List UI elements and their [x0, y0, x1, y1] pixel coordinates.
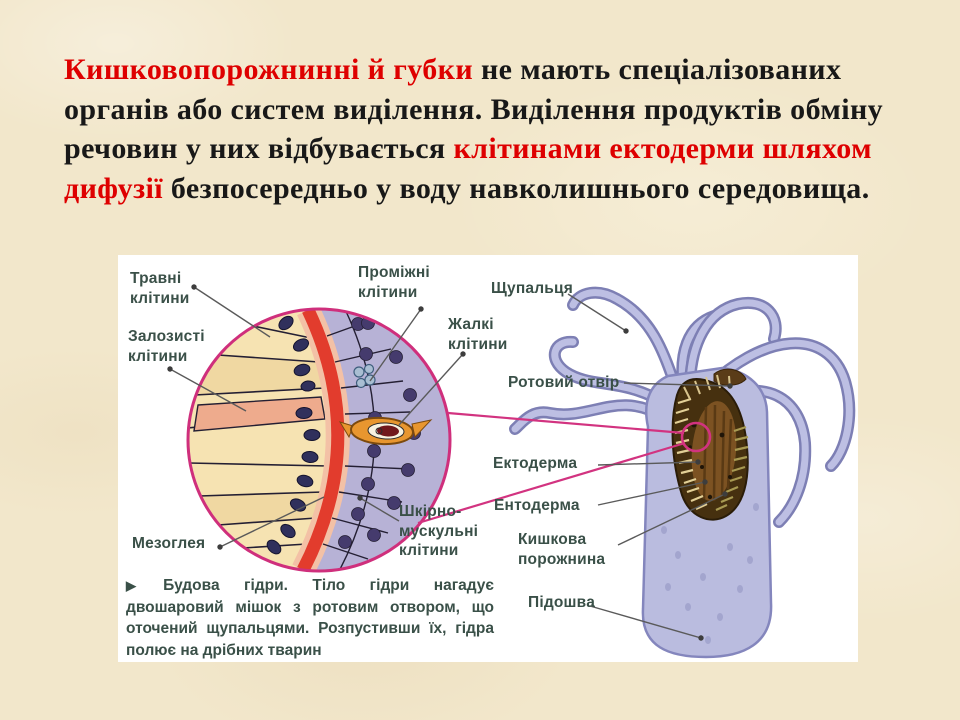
leader-lines: [169, 286, 731, 639]
hydra-figure-artwork: [167, 284, 856, 659]
paragraph-segment-highlight-1: Кишковопорожнинні й губки: [64, 53, 474, 86]
label-rotovyi-otvir: Ротовий отвір: [508, 374, 620, 391]
hydra-illustration: [509, 286, 856, 659]
stinging-cell: [338, 416, 433, 446]
label-pidoshva: Підошва: [528, 594, 596, 611]
mesoglea-band: [297, 309, 345, 571]
label-shchupaltsia: Щупальця: [491, 280, 573, 297]
inset-ring: [186, 307, 452, 573]
label-zalozysti-klityny: Залозисті клітини: [128, 328, 205, 365]
paragraph-segment-4: безпосередньо у воду навколишнього серед…: [163, 171, 870, 205]
cross-section-inset: [186, 307, 452, 573]
callout-connector: [417, 411, 712, 525]
slide-paragraph: Кишковопорожнинні й губки не мають спеці…: [64, 50, 886, 208]
label-zhalki-klityny: Жалкі клітини: [448, 316, 508, 353]
tentacles: [509, 286, 856, 528]
label-mezohleia: Мезоглея: [132, 535, 206, 552]
paragraph-segment-highlight-3: клітинами ектодерми шляхом дифузії: [64, 132, 872, 205]
leader-dots: [167, 284, 733, 641]
label-shkirno-muskulni-klityny: Шкірно- мускульні клітини: [399, 503, 479, 559]
callout-circle: [680, 421, 712, 453]
label-ektoderma: Ектодерма: [493, 455, 578, 472]
endoderm-nuclei: [266, 315, 321, 555]
glandular-cell: [193, 396, 326, 432]
body-speckles: [661, 503, 759, 644]
paragraph-segment-2: не мають спеціалізованих органів або сис…: [64, 53, 884, 165]
triangle-bullet-icon: ▶: [126, 578, 157, 593]
endoderm-ribs: [715, 425, 749, 512]
cavity-speckles: [688, 422, 732, 500]
figure-caption-text: Будова гідри. Тіло гідри нагадує двошаро…: [126, 577, 494, 659]
figure-caption: ▶Будова гідри. Тіло гідри нагадує двошар…: [126, 575, 494, 661]
figure-panel: Травні клітини Залозисті клітини Проміжн…: [118, 255, 858, 662]
label-travni-klityny: Травні клітини: [130, 270, 190, 307]
label-promizhni-klityny: Проміжні клітини: [358, 264, 430, 301]
label-kyshkova-porozhnyna: Кишкова порожнина: [518, 531, 606, 568]
label-entoderma: Ентодерма: [494, 497, 580, 514]
